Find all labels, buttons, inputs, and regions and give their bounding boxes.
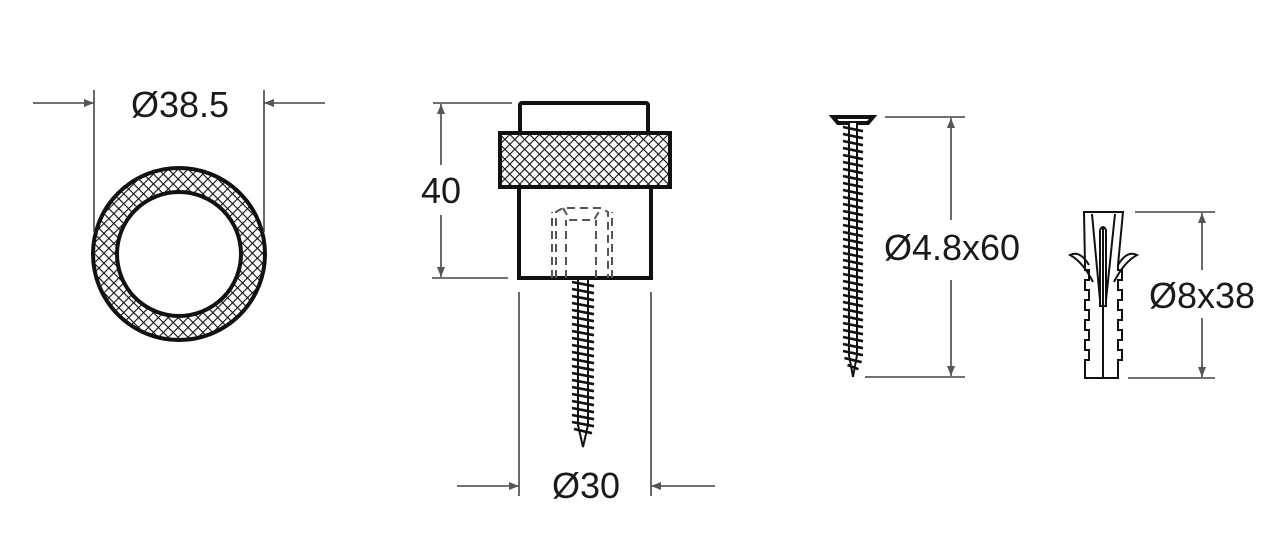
ring-diameter-label: Ø38.5: [131, 84, 229, 125]
screw-size-label: Ø4.8x60: [884, 227, 1020, 268]
stopper-side-view: 40 Ø30: [421, 101, 715, 506]
stopper-screw: [571, 278, 595, 448]
stopper-diameter-label: Ø30: [552, 465, 620, 506]
anchor-size-label: Ø8x38: [1149, 275, 1255, 316]
stopper-height-label: 40: [421, 170, 461, 211]
wall-anchor: Ø8x38: [1067, 211, 1255, 379]
ring-top-view: Ø38.5: [33, 84, 325, 342]
wood-screw: Ø4.8x60: [828, 115, 1020, 378]
